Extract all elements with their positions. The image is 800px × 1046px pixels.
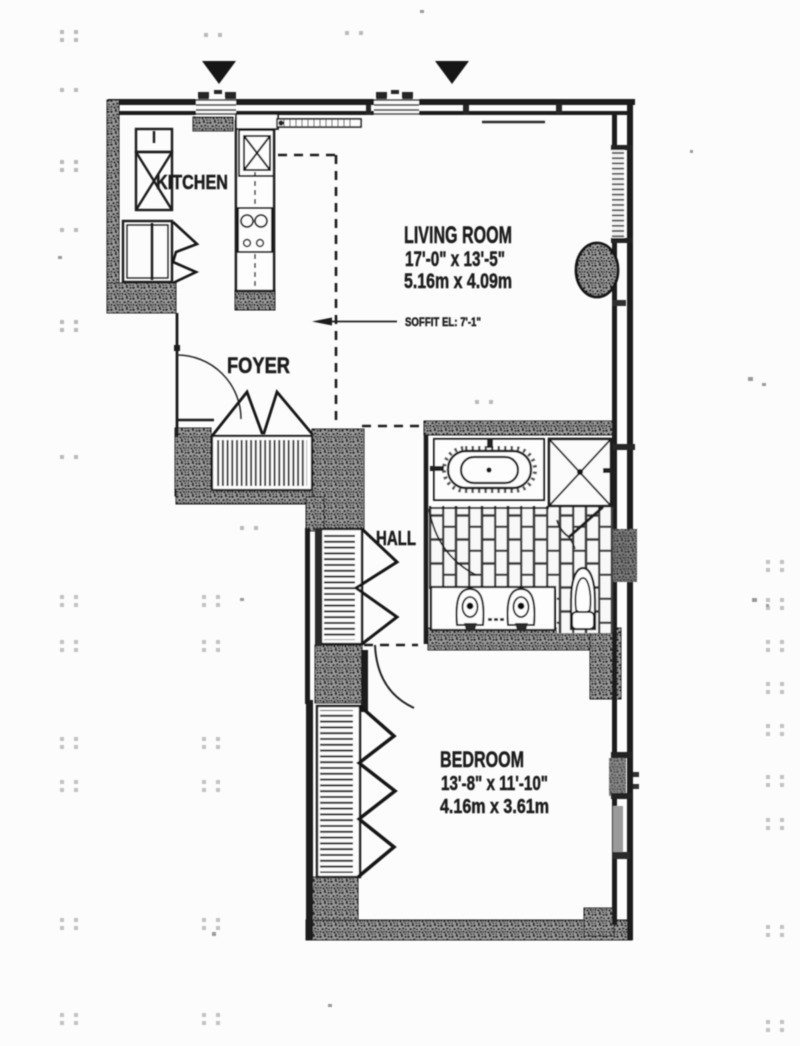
svg-text:KITCHEN: KITCHEN <box>156 172 228 194</box>
svg-text:HALL: HALL <box>376 528 416 550</box>
svg-text:4.16m x 3.61m: 4.16m x 3.61m <box>440 795 549 818</box>
svg-text:13'-8" x 11'-10": 13'-8" x 11'-10" <box>441 772 548 795</box>
svg-text:FOYER: FOYER <box>227 353 290 378</box>
svg-text:BEDROOM: BEDROOM <box>440 747 524 772</box>
svg-text:LIVING ROOM: LIVING ROOM <box>404 222 512 249</box>
svg-text:SOFFIT EL: 7'-1": SOFFIT EL: 7'-1" <box>405 315 481 329</box>
svg-text:17'-0" x 13'-5": 17'-0" x 13'-5" <box>405 248 505 271</box>
svg-text:5.16m x 4.09m: 5.16m x 4.09m <box>404 270 512 293</box>
